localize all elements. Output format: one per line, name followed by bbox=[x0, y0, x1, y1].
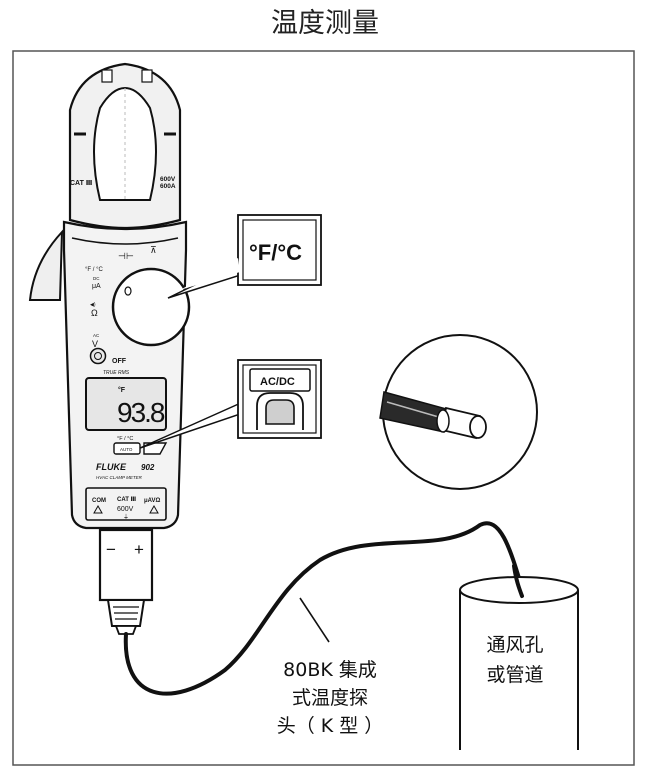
lcd-display bbox=[85, 377, 167, 431]
terminal-voltage: 600V bbox=[117, 506, 134, 513]
brand-logo: FLUKE bbox=[96, 462, 127, 472]
probe-cable bbox=[123, 521, 524, 696]
dial-label-volt-ac: AC bbox=[93, 333, 100, 338]
dial-pointer-mark bbox=[124, 286, 132, 296]
callout-acdc: AC/DC bbox=[139, 359, 322, 449]
duct-label: 通风孔 或管道 bbox=[461, 630, 569, 690]
plug-minus: − bbox=[106, 540, 116, 559]
probe-label-line-2: 式温度探 bbox=[291, 687, 368, 709]
jaw-mark-left bbox=[101, 69, 113, 83]
jaw-rating-a: 600A bbox=[160, 183, 176, 190]
hold-button[interactable] bbox=[143, 442, 168, 455]
dial-label-off: OFF bbox=[112, 358, 127, 365]
capacitor-icon: ⊣⊢ bbox=[118, 251, 134, 261]
terminal-uav: μAVΩ bbox=[144, 498, 161, 504]
meter-subtitle: HVAC CLAMP METER bbox=[96, 475, 143, 480]
terminal-com: COM bbox=[92, 498, 106, 504]
model-number: 902 bbox=[141, 463, 155, 472]
small-temp-label: °F / °C bbox=[117, 436, 133, 442]
diagram-frame bbox=[12, 50, 635, 766]
duct-label-line-2: 或管道 bbox=[486, 664, 544, 686]
probe-label: 80BK 集成 式温度探 头（ K 型 ） bbox=[265, 656, 395, 740]
terminal-cat: CAT Ⅲ bbox=[117, 497, 137, 503]
dial-label-volt: V bbox=[92, 339, 98, 349]
display-unit: °F bbox=[118, 386, 126, 394]
warning-icon-right bbox=[149, 504, 159, 514]
callout-temp-label: °F/°C bbox=[249, 240, 302, 265]
duct-label-line-1: 通风孔 bbox=[486, 634, 544, 656]
hand-guard bbox=[28, 229, 64, 301]
terminal-panel bbox=[85, 487, 167, 521]
beeper-icon: ◀) bbox=[90, 302, 96, 308]
auto-button-label: AUTO bbox=[120, 447, 133, 452]
clamp-meter: CAT Ⅲ 600V 600A °F / °C DC μA ◀) Ω AC V … bbox=[28, 62, 191, 635]
probe-leader-line bbox=[299, 597, 330, 643]
resistance-icon: ⊼ bbox=[150, 245, 157, 255]
ground-icon: ⏚ bbox=[123, 514, 129, 521]
dial-label-ohm: Ω bbox=[91, 308, 98, 318]
acdc-button-icon bbox=[265, 399, 295, 425]
dial-label-ua-dc: DC bbox=[93, 276, 100, 281]
page-title: 温度测量 bbox=[271, 8, 379, 39]
jaw-mark-right bbox=[141, 69, 153, 83]
backlight-button[interactable] bbox=[89, 347, 107, 365]
display-reading: 93.8 bbox=[117, 397, 165, 428]
dial-label-ua: μA bbox=[92, 283, 101, 290]
plug-plus: + bbox=[134, 540, 144, 559]
true-rms-label: TRUE RMS bbox=[103, 370, 130, 376]
warning-icon-left bbox=[93, 504, 103, 514]
jaw-cat-label: CAT Ⅲ bbox=[70, 180, 92, 187]
jaw-rating-v: 600V bbox=[160, 176, 176, 183]
dial-label-temp: °F / °C bbox=[85, 267, 103, 273]
auto-button[interactable] bbox=[113, 442, 141, 455]
probe-label-line-3: 头（ K 型 ） bbox=[276, 715, 384, 737]
callout-acdc-label: AC/DC bbox=[260, 376, 295, 388]
rotary-dial[interactable] bbox=[111, 267, 191, 347]
callout-temp-switch: °F/°C bbox=[167, 214, 322, 299]
probe-label-line-1: 80BK 集成 bbox=[283, 659, 377, 681]
probe-tip-magnifier bbox=[379, 334, 538, 490]
